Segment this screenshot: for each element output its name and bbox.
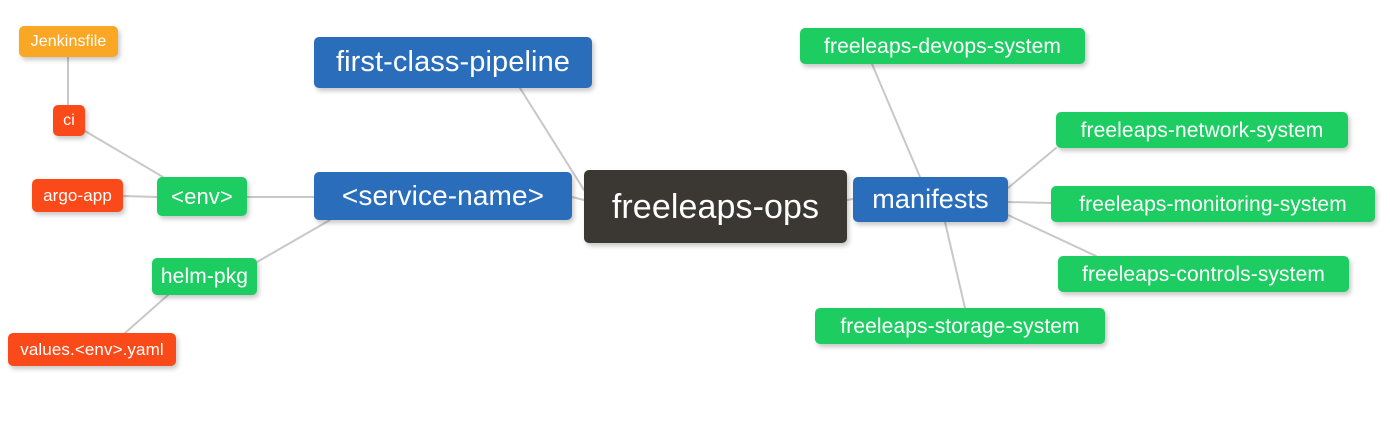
node-label-freeleaps-ops: freeleaps-ops <box>611 187 820 226</box>
node-label-helm-pkg: helm-pkg <box>160 265 249 288</box>
node-label-manifests: manifests <box>872 184 989 214</box>
node-first-class-pipeline[interactable]: first-class-pipeline <box>314 37 592 88</box>
node-label-values-env-yaml: values.<env>.yaml <box>20 340 164 359</box>
node-label-freeleaps-storage-system: freeleaps-storage-system <box>840 314 1080 338</box>
node-label-freeleaps-monitoring-system: freeleaps-monitoring-system <box>1079 192 1347 216</box>
node-label-freeleaps-devops-system: freeleaps-devops-system <box>824 34 1061 58</box>
node-label-ci: ci <box>63 111 75 129</box>
node-freeleaps-monitoring-system[interactable]: freeleaps-monitoring-system <box>1051 186 1375 222</box>
edge-env-to-argo-app <box>122 195 158 198</box>
edge-service-name-to-helm-pkg <box>256 219 331 263</box>
edge-manifests-to-freeleaps-devops-system <box>871 63 921 178</box>
node-freeleaps-network-system[interactable]: freeleaps-network-system <box>1056 112 1348 148</box>
edge-manifests-to-freeleaps-storage-system <box>944 221 966 309</box>
node-ci[interactable]: ci <box>53 105 85 136</box>
node-freeleaps-storage-system[interactable]: freeleaps-storage-system <box>815 308 1105 344</box>
node-freeleaps-devops-system[interactable]: freeleaps-devops-system <box>800 28 1085 64</box>
node-label-service-name: <service-name> <box>341 180 545 211</box>
node-service-name[interactable]: <service-name> <box>314 172 572 220</box>
edge-helm-pkg-to-values-env-yaml <box>124 294 169 334</box>
node-manifests[interactable]: manifests <box>853 177 1008 222</box>
edge-freeleaps-ops-to-service-name <box>571 196 585 201</box>
node-jenkinsfile[interactable]: Jenkinsfile <box>19 26 118 57</box>
node-argo-app[interactable]: argo-app <box>32 179 123 212</box>
node-helm-pkg[interactable]: helm-pkg <box>152 258 257 295</box>
node-freeleaps-controls-system[interactable]: freeleaps-controls-system <box>1058 256 1349 292</box>
node-values-env-yaml[interactable]: values.<env>.yaml <box>8 333 176 366</box>
node-label-env: <env> <box>171 183 233 209</box>
node-label-first-class-pipeline: first-class-pipeline <box>335 46 571 78</box>
node-freeleaps-ops[interactable]: freeleaps-ops <box>584 170 847 243</box>
node-label-freeleaps-network-system: freeleaps-network-system <box>1080 118 1324 142</box>
node-label-argo-app: argo-app <box>43 186 112 205</box>
edge-env-to-ci <box>84 130 164 178</box>
node-label-jenkinsfile: Jenkinsfile <box>30 32 107 50</box>
node-label-freeleaps-controls-system: freeleaps-controls-system <box>1082 262 1325 286</box>
edge-manifests-to-freeleaps-monitoring-system <box>1007 201 1052 204</box>
node-env[interactable]: <env> <box>157 177 247 216</box>
edge-manifests-to-freeleaps-network-system <box>1007 147 1057 189</box>
